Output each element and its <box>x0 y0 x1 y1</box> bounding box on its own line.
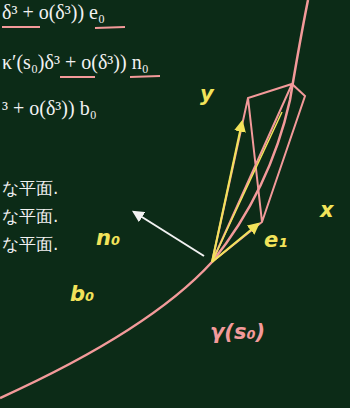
vector-label: e₁ <box>264 228 287 253</box>
point-label: γ(s₀) <box>210 320 265 345</box>
axis-label: x <box>320 198 334 223</box>
formula-line: κ′(s₀)δ³ + o(δ³)) n₀ <box>2 50 149 74</box>
vector-label: b₀ <box>70 282 94 307</box>
curve <box>0 0 308 398</box>
underline <box>60 76 160 77</box>
normal-arrow <box>134 212 204 256</box>
axis-label: y <box>200 82 214 107</box>
vector-arrow <box>212 224 258 262</box>
note-text: な平面. <box>2 178 58 198</box>
formula-line: δ³ + o(δ³)) e₀ <box>2 0 105 24</box>
note-text: な平面. <box>2 206 58 226</box>
note-text: な平面. <box>2 234 58 254</box>
formula-line: ³ + o(δ³)) b₀ <box>2 96 97 120</box>
vector-label: n₀ <box>96 226 120 251</box>
parallelogram <box>212 84 305 262</box>
underline <box>2 27 125 28</box>
